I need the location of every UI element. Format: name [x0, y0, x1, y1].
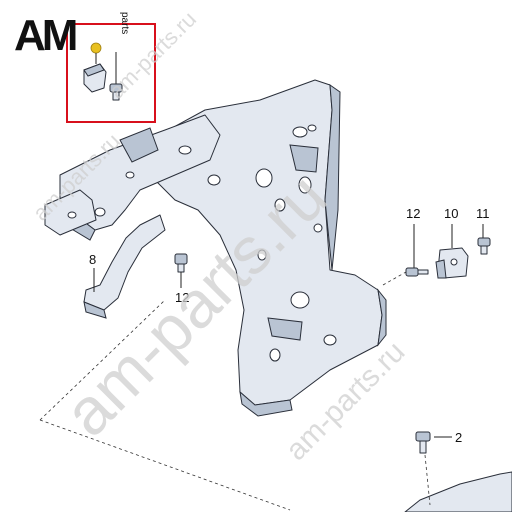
logo-sub: parts: [119, 12, 130, 34]
part-8-bracket[interactable]: [83, 214, 166, 319]
callout-10: 10: [444, 206, 458, 221]
watermark-4: am-parts.ru: [104, 6, 201, 103]
part-12-bolt-right[interactable]: [405, 267, 429, 277]
callout-12-right: 12: [406, 206, 420, 221]
bolt-part-top[interactable]: [109, 83, 123, 101]
callout-12-left: 12: [175, 290, 189, 305]
callout-8: 8: [89, 252, 96, 267]
logo-main: AM: [14, 11, 76, 60]
assembly-lines: [39, 271, 431, 511]
callout-2: 2: [455, 430, 462, 445]
front-rail-assembly: [44, 114, 221, 241]
part-2-bolt[interactable]: [415, 431, 431, 454]
highlight-box: [66, 23, 156, 123]
fender-edge: [404, 471, 512, 512]
highlighted-parts-group[interactable]: [66, 23, 156, 123]
part-10-hinge-bracket[interactable]: [435, 247, 469, 279]
am-parts-logo: AM parts: [14, 11, 130, 60]
callout-11: 11: [476, 206, 490, 221]
clip-marker-yellow: [90, 42, 102, 54]
part-11-screw[interactable]: [477, 237, 491, 255]
part-12-bolt-left[interactable]: [174, 253, 188, 288]
